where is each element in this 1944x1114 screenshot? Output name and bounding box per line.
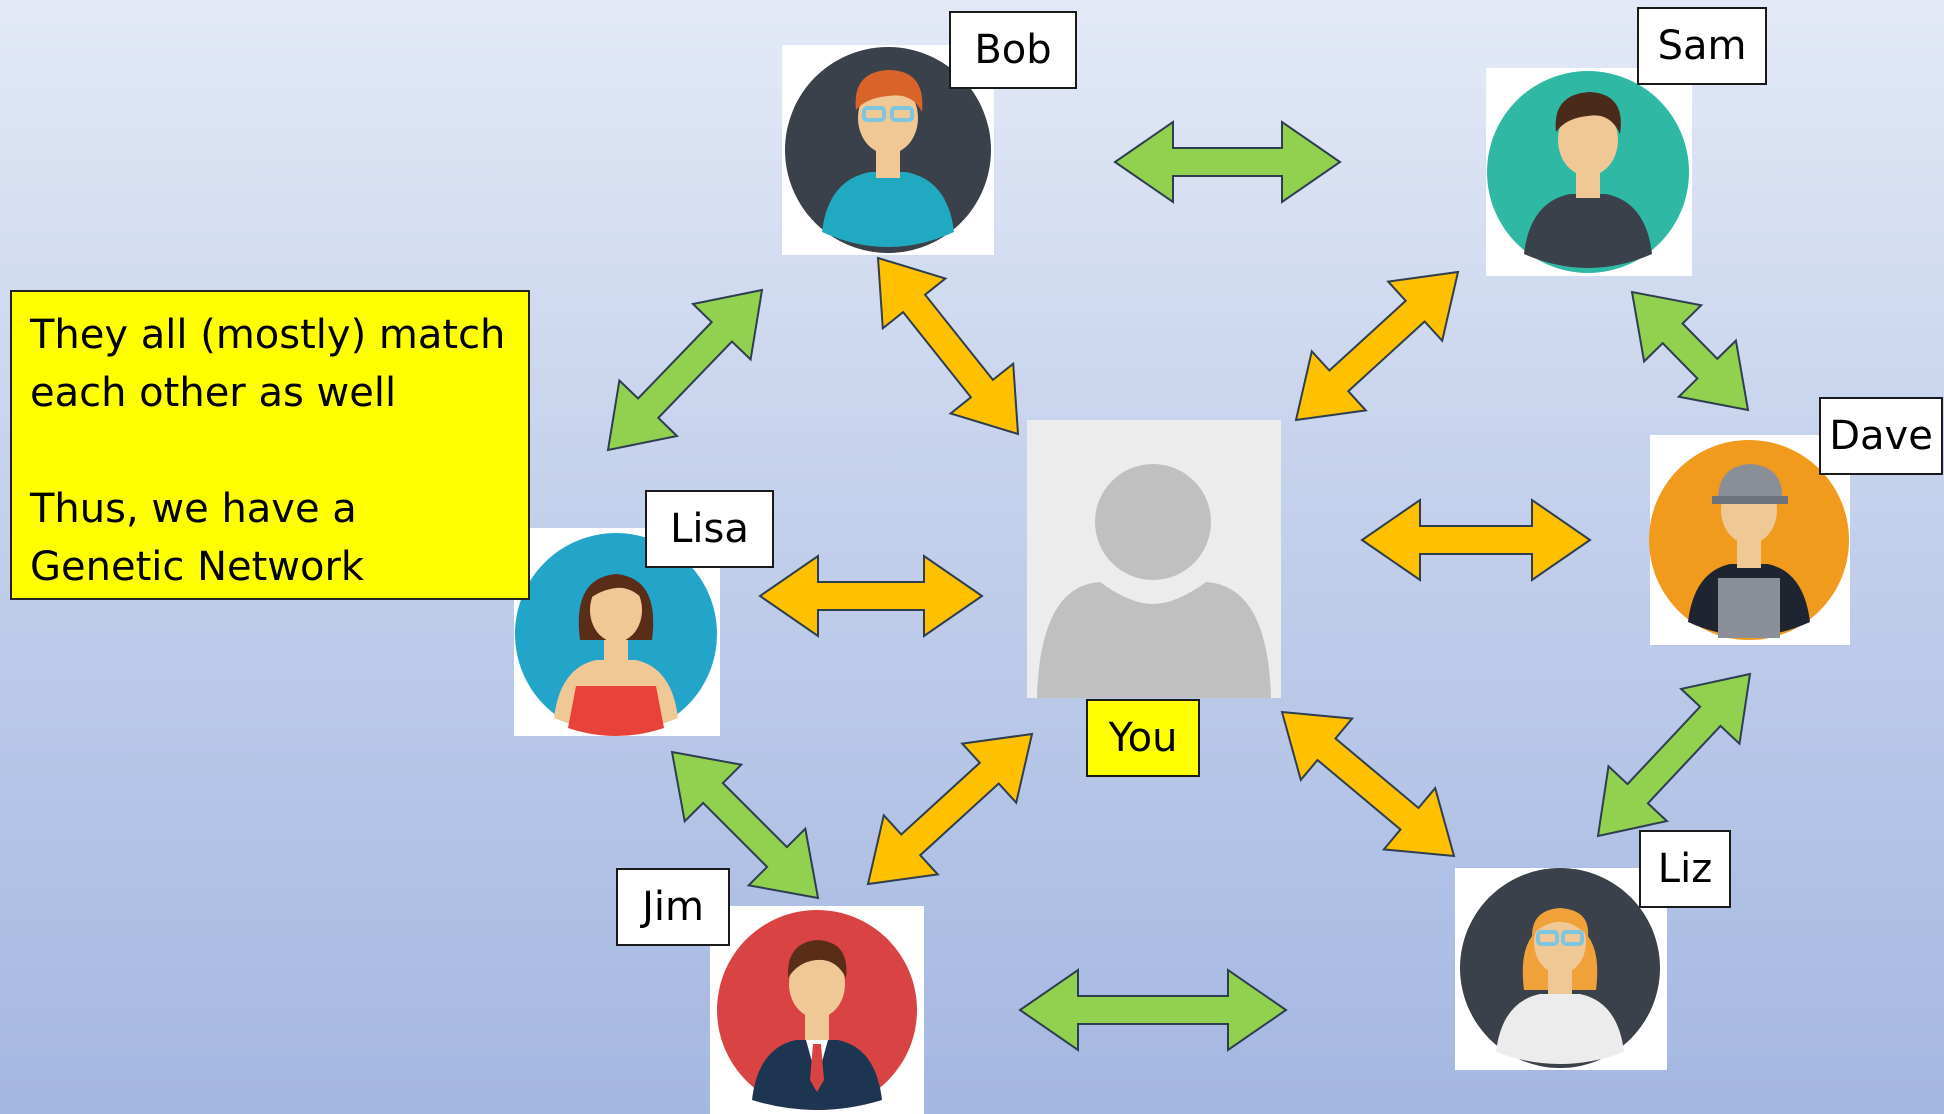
label-liz-text: Liz (1657, 846, 1713, 892)
label-you-text: You (1108, 715, 1178, 761)
arrow-jim-liz (1018, 968, 1288, 1052)
arrow-sam-dave (1630, 290, 1750, 412)
arrow-you-jim (866, 732, 1034, 886)
connection-arrows (606, 120, 1752, 1052)
label-sam-text: Sam (1657, 23, 1747, 69)
label-sam: Sam (1637, 7, 1767, 85)
arrow-bob-sam (1113, 120, 1342, 204)
arrow-lisa-jim (670, 750, 820, 900)
note-line-1: They all (mostly) match each other as we… (30, 312, 506, 416)
note-line-2: Thus, we have a Genetic Network (30, 486, 365, 590)
label-jim: Jim (616, 868, 730, 946)
arrow-you-dave (1360, 498, 1592, 582)
label-bob: Bob (949, 11, 1077, 89)
label-liz: Liz (1639, 830, 1731, 908)
avatar-dave (1649, 435, 1850, 645)
avatar-you (1027, 420, 1281, 698)
note-box: They all (mostly) match each other as we… (10, 290, 530, 600)
arrow-you-lisa (758, 554, 984, 638)
label-lisa: Lisa (645, 490, 774, 568)
arrow-bob-lisa (606, 288, 764, 452)
arrow-you-sam (1294, 270, 1460, 422)
label-you: You (1086, 699, 1200, 777)
avatar-sam (1486, 68, 1692, 276)
arrow-you-liz (1280, 710, 1456, 858)
label-dave-text: Dave (1829, 413, 1933, 459)
label-jim-text: Jim (642, 884, 704, 930)
arrow-you-bob (876, 256, 1020, 436)
arrow-dave-liz (1596, 672, 1752, 838)
label-dave: Dave (1819, 397, 1943, 475)
avatar-liz (1455, 868, 1667, 1070)
label-bob-text: Bob (974, 27, 1052, 73)
avatar-jim (710, 906, 924, 1114)
label-lisa-text: Lisa (670, 506, 749, 552)
